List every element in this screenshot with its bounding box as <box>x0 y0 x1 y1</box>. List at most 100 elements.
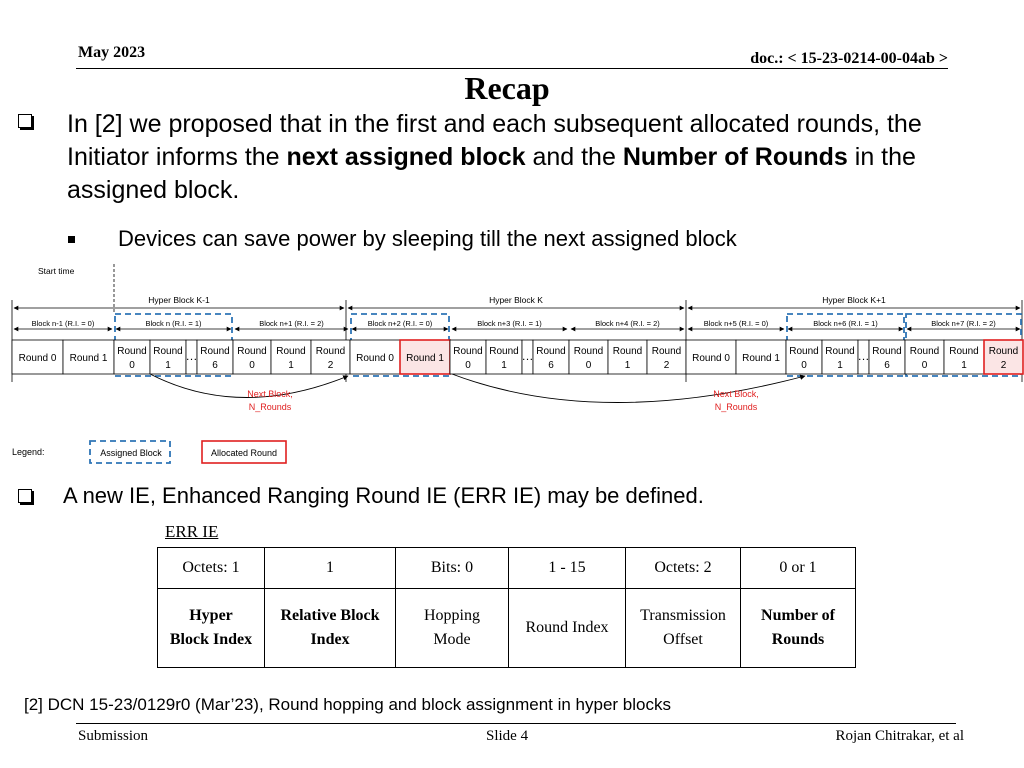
round-cell <box>149 339 187 375</box>
round-cell <box>270 339 312 375</box>
bullet-1-bold: next assigned block <box>286 143 526 171</box>
bullet-1-part: In [2] we proposed that in the first and… <box>67 110 922 171</box>
round-label: Round <box>652 346 681 357</box>
round-label: 1 <box>165 360 171 371</box>
round-label: Round 1 <box>742 353 780 364</box>
bullet-2-text: A new IE, Enhanced Ranging Round IE (ERR… <box>63 483 704 508</box>
round-cell <box>196 339 234 375</box>
round-label: Round <box>949 346 978 357</box>
round-cell <box>310 339 351 375</box>
header-doc-id: doc.: < 15-23-0214-00-04ab > <box>750 50 948 67</box>
size-cell: 1 <box>264 547 396 589</box>
round-label: Round <box>453 346 482 357</box>
start-time-label: Start time <box>38 266 75 276</box>
round-label: Round <box>910 346 939 357</box>
ellipsis-label: … <box>522 349 534 363</box>
round-cell <box>607 339 648 375</box>
round-cell <box>735 339 787 375</box>
size-cell: Bits: 0 <box>395 547 509 589</box>
size-cell: 1 - 15 <box>508 547 626 589</box>
round-label: Round 1 <box>406 353 444 364</box>
round-cell <box>485 339 523 375</box>
block-label: Block n (R.I. = 1) <box>145 319 202 328</box>
next-block-label: Next Block, <box>713 389 759 399</box>
field-line: Mode <box>433 631 471 648</box>
round-label: Round 0 <box>19 353 57 364</box>
round-label: Round <box>825 346 854 357</box>
round-label: Round <box>789 346 818 357</box>
round-label: Round <box>276 346 305 357</box>
sub-bullet-text: Devices can save power by sleeping till … <box>118 226 737 251</box>
round-label: Round <box>489 346 518 357</box>
checkbox-bullet-icon <box>18 114 32 128</box>
round-cell <box>983 339 1024 375</box>
round-label: 2 <box>328 360 334 371</box>
size-cell: Octets: 2 <box>625 547 741 589</box>
round-label: Round 0 <box>356 353 394 364</box>
round-cell <box>868 339 906 375</box>
round-label: 1 <box>837 360 843 371</box>
round-label: Round 1 <box>70 353 108 364</box>
round-label: Round <box>989 346 1018 357</box>
next-block-label: N_Rounds <box>249 402 292 412</box>
size-cell: 0 or 1 <box>740 547 856 589</box>
reference-text: [2] DCN 15-23/0129r0 (Mar’23), Round hop… <box>24 695 671 714</box>
round-label: Round <box>153 346 182 357</box>
next-block-label: Next Block, <box>247 389 293 399</box>
header-rule <box>76 68 948 69</box>
field-line: Transmission <box>640 607 726 624</box>
round-label: Round 0 <box>692 353 730 364</box>
legend-assigned-swatch <box>89 440 171 464</box>
checkbox-bullet-icon <box>18 489 32 503</box>
legend-label: Legend: <box>12 447 45 457</box>
round-cell <box>349 339 401 375</box>
round-cell <box>685 339 737 375</box>
legend-assigned-label: Assigned Block <box>100 448 162 458</box>
round-label: Round <box>872 346 901 357</box>
size-cell: Octets: 1 <box>157 547 265 589</box>
err-ie-table: Octets: 1 1 Bits: 0 1 - 15 Octets: 2 0 o… <box>157 547 856 668</box>
square-bullet-icon <box>68 236 75 243</box>
bullet-1-part: and the <box>525 143 623 171</box>
round-label: 0 <box>801 360 807 371</box>
round-label: Round <box>613 346 642 357</box>
round-label: 0 <box>129 360 135 371</box>
field-line: Round Index <box>525 619 609 636</box>
hyper-block-label: Hyper Block K <box>489 295 543 305</box>
bullet-1-bold: Number of Rounds <box>622 143 848 171</box>
ellipsis-label: … <box>858 349 870 363</box>
next-block-arrow <box>451 373 806 403</box>
round-label: Round <box>237 346 266 357</box>
round-cell <box>449 339 487 375</box>
round-label: 6 <box>212 360 218 371</box>
round-label: 2 <box>1001 360 1007 371</box>
round-cell <box>399 339 451 375</box>
hyper-block-label: Hyper Block K-1 <box>148 295 210 305</box>
field-line: Offset <box>663 631 703 648</box>
round-label: 1 <box>961 360 967 371</box>
round-label: 1 <box>288 360 294 371</box>
round-label: 0 <box>465 360 471 371</box>
block-label: Block n+5 (R.I. = 0) <box>704 319 769 328</box>
block-label: Block n+1 (R.I. = 2) <box>259 319 324 328</box>
round-cell <box>943 339 985 375</box>
field-line: Hyper <box>189 607 233 624</box>
round-label: 2 <box>664 360 670 371</box>
field-line: Relative Block <box>280 607 380 624</box>
next-block-label: N_Rounds <box>715 402 758 412</box>
round-cell <box>232 339 272 375</box>
round-label: 0 <box>586 360 592 371</box>
footer-rule <box>76 723 956 724</box>
table-row-sizes: Octets: 1 1 Bits: 0 1 - 15 Octets: 2 0 o… <box>157 547 856 589</box>
legend-allocated-swatch <box>201 440 287 464</box>
field-line: Block Index <box>169 631 253 648</box>
round-cell <box>62 339 115 375</box>
field-line: Rounds <box>771 631 825 648</box>
round-label: Round <box>117 346 146 357</box>
round-label: 1 <box>501 360 507 371</box>
